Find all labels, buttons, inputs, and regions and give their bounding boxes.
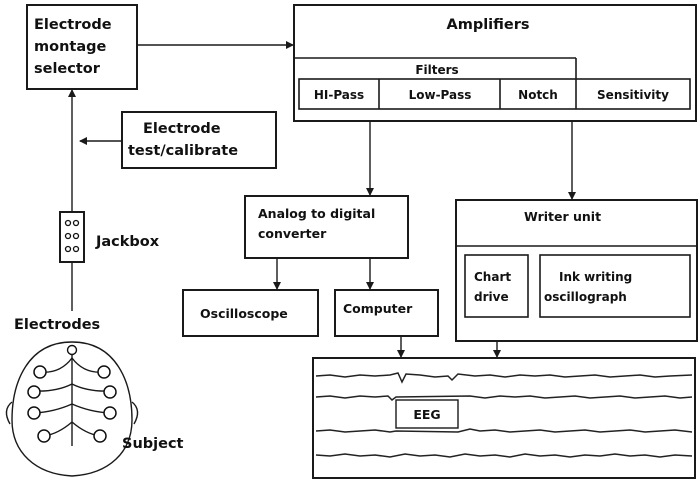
writer-unit-box: Writer unit Chart drive Ink writing osci… — [455, 199, 698, 342]
computer-label: Computer — [343, 301, 413, 316]
ink-writing-line1: Ink writing — [559, 270, 632, 284]
adc-label-line1: Analog to digital — [258, 206, 375, 221]
amplifiers-title: Amplifiers — [446, 17, 529, 33]
test-label-line2: test/calibrate — [128, 143, 238, 159]
electrode-montage-selector-box: Electrode montage selector — [26, 4, 138, 90]
sensitivity-cell: Sensitivity — [597, 88, 669, 102]
electrodes-label: Electrodes — [14, 317, 100, 333]
eeg-display: EEG — [312, 357, 696, 479]
oscilloscope-label: Oscilloscope — [200, 306, 288, 321]
ink-writing-line2: oscillograph — [544, 290, 627, 304]
writer-unit-label: Writer unit — [524, 209, 601, 224]
chart-drive-line1: Chart — [474, 270, 511, 284]
eeg-label-box — [395, 399, 459, 429]
computer-box: Computer — [334, 289, 439, 337]
subject-label: Subject — [122, 436, 184, 452]
montage-label-line2: montage — [34, 39, 106, 55]
test-label-line1: Electrode — [143, 121, 221, 137]
oscilloscope-box: Oscilloscope — [182, 289, 319, 337]
chart-drive-line2: drive — [474, 290, 509, 304]
notch-cell: Notch — [518, 88, 558, 102]
filter-row — [298, 78, 691, 110]
eeg-label: EEG — [413, 407, 440, 422]
montage-label-line3: selector — [34, 61, 101, 77]
chart-drive-box — [464, 254, 529, 318]
hi-pass-cell: HI-Pass — [314, 88, 364, 102]
amplifiers-box: Amplifiers Filters HI-Pass Low-Pass Notc… — [293, 4, 697, 122]
adc-label-line2: converter — [258, 226, 327, 241]
adc-box: Analog to digital converter — [244, 195, 409, 259]
low-pass-cell: Low-Pass — [409, 88, 472, 102]
montage-label-line1: Electrode — [34, 17, 112, 33]
electrode-test-calibrate-box: Electrode test/calibrate — [121, 111, 277, 169]
jackbox-icon — [59, 211, 85, 263]
ink-writing-box — [539, 254, 691, 318]
filters-label: Filters — [415, 63, 458, 77]
head-with-electrodes-icon — [5, 341, 139, 477]
jackbox-label: Jackbox — [95, 234, 160, 250]
